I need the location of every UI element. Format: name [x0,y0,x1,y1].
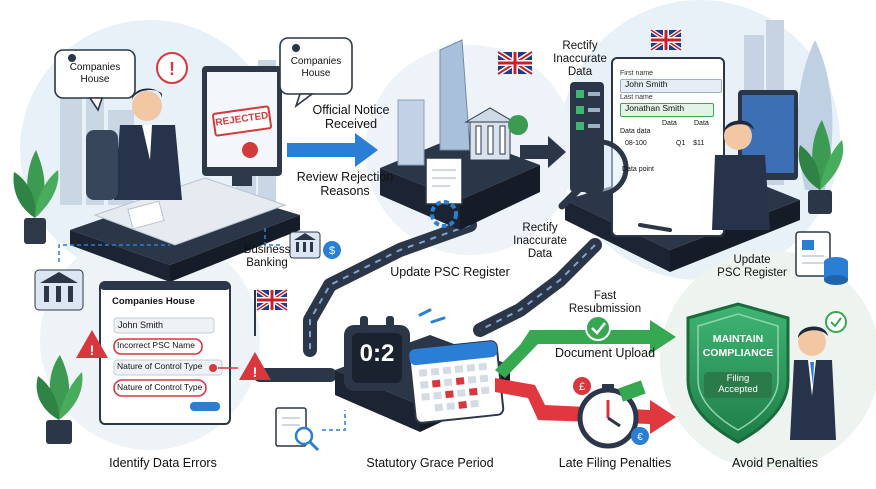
warning-icon-right: ! [239,352,271,380]
warning-icon-left: ! [76,330,108,358]
check-circle-icon [585,315,611,341]
left-form-control-type-2[interactable]: Nature of Control Type [117,382,203,392]
right-form-q-values: Q1 $11 [676,140,705,147]
center-platform [380,39,540,230]
right-form-data-label-1: Data [662,120,677,127]
label-business-banking: Business Banking [243,244,291,270]
navy-arrow-mid [520,136,566,168]
blue-arrow-notice [287,133,378,167]
dash-connector-bank [264,225,280,246]
label-fast-resubmission: Fast Resubmission [568,290,642,316]
label-review-rejection: Review Rejection Reasons [296,170,394,199]
shield-line-3: Filing [726,373,750,384]
stopwatch-icon: € £ [573,377,649,449]
svg-text:!: ! [90,342,95,358]
companies-house-bubble-1-text: Companies House [69,62,121,85]
businessman-right [790,311,847,440]
left-platform [13,66,300,282]
label-identify-errors: Identify Data Errors [109,456,217,470]
left-form-name[interactable]: John Smith [118,320,164,330]
uk-flag-left [254,288,289,336]
label-document-upload: Document Upload [554,346,656,360]
compliance-shield [686,302,790,444]
alert-bubble-top: ! [156,52,188,84]
right-form-last-name[interactable]: Jonathan Smith [620,103,714,117]
plant-right [798,120,844,214]
dash-connector-bottom [322,410,346,431]
uk-flag-top [496,49,534,77]
svg-text:$: $ [329,245,335,257]
left-form-incorrect-psc[interactable]: Incorrect PSC Name [117,340,195,350]
companies-house-bubble-1 [54,49,136,112]
right-form-first-name[interactable]: John Smith [620,79,722,93]
bank-icon-left [34,269,84,311]
psc-register-icon [795,231,848,285]
label-grace-period: Statutory Grace Period [366,456,494,470]
companies-house-bubble-2 [279,37,353,109]
svg-text:£: £ [579,381,585,393]
right-form-last-name-label: Last name [620,94,653,101]
left-form-control-type-1[interactable]: Nature of Control Type [117,361,203,371]
shield-line-1: MAINTAIN [712,333,764,345]
dash-connector-left [58,244,170,262]
center-bottom-platform [335,308,510,432]
label-rectify-mid: Rectify Inaccurate Data [513,222,567,261]
svg-text:€: € [637,432,643,443]
label-avoid-penalties: Avoid Penalties [732,456,818,470]
right-form-first-name-label: First name [620,70,654,77]
plant-bottom-left [36,355,83,444]
shield-line-2: COMPLIANCE [702,347,774,359]
svg-text:!: ! [169,59,175,79]
right-form-data-label-2: Data [694,120,709,127]
clock-display: 0:2 [359,340,395,367]
label-rectify-top: Rectify Inaccurate Data [553,40,607,79]
uk-flag-right [649,28,683,52]
label-update-psc-right: Update PSC Register [717,254,787,280]
label-late-penalties: Late Filing Penalties [558,456,672,470]
label-update-psc-center: Update PSC Register [390,265,510,279]
label-official-notice: Official Notice Received [312,103,390,132]
green-arrow-resubmission [495,320,676,378]
document-search-icon [275,407,320,452]
right-platform [558,57,800,272]
left-form-title: Companies House [112,296,195,307]
right-form-date-value: 08-100 [625,140,647,147]
left-form-window [99,281,231,425]
bank-icon-top: $ [289,231,341,259]
shield-line-4: Accepted [718,384,758,395]
right-form-data-data: Data data [620,128,651,135]
right-form-data-point: Data point [622,166,654,173]
flow-path-highlights [309,224,596,350]
svg-text:!: ! [253,364,258,380]
companies-house-bubble-2-text: Companies House [290,56,342,79]
